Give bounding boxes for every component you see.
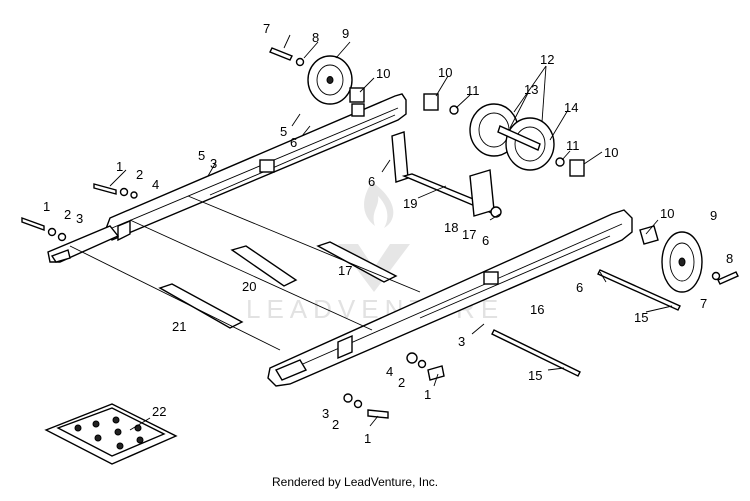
callout-label: 6 <box>482 233 489 248</box>
long-bolts <box>491 269 681 377</box>
callout-label: 3 <box>322 406 329 421</box>
rail-upper <box>103 93 407 242</box>
callout-label: 21 <box>172 319 186 334</box>
callout-label: 11 <box>466 83 480 98</box>
callout-label: 2 <box>398 375 405 390</box>
callout-label: 4 <box>386 364 393 379</box>
callout-label: 7 <box>263 21 270 36</box>
callout-label: 3 <box>458 334 465 349</box>
rail-tip-left <box>47 225 120 263</box>
callout-label: 18 <box>444 220 458 235</box>
callout-label: 13 <box>524 82 538 97</box>
callout-label: 6 <box>290 135 297 150</box>
callout-label: 22 <box>152 404 166 419</box>
callout-label: 7 <box>700 296 707 311</box>
callout-numbers: 7 8 9 10 10 11 12 13 14 11 10 5 6 1 2 4 … <box>43 21 733 446</box>
callout-label: 10 <box>376 66 390 81</box>
callout-label: 17 <box>338 263 352 278</box>
callout-label: 15 <box>528 368 542 383</box>
callout-label: 1 <box>364 431 371 446</box>
callout-label: 6 <box>368 174 375 189</box>
rail-lower <box>267 209 633 387</box>
callout-label: 16 <box>530 302 544 317</box>
callout-label: 5 <box>198 148 205 163</box>
callout-label: 10 <box>604 145 618 160</box>
callout-label: 11 <box>566 138 580 153</box>
callout-label: 1 <box>43 199 50 214</box>
render-credit: Rendered by LeadVenture, Inc. <box>272 475 438 489</box>
callout-label: 9 <box>710 208 717 223</box>
callout-label: 10 <box>438 65 452 80</box>
idler-wheels-double <box>423 93 585 177</box>
callout-label: 6 <box>576 280 583 295</box>
callout-label: 14 <box>564 100 578 115</box>
callout-label: 1 <box>424 387 431 402</box>
leader-lines <box>109 34 673 431</box>
callout-label: 15 <box>634 310 648 325</box>
callout-label: 20 <box>242 279 256 294</box>
callout-label: 19 <box>403 196 417 211</box>
callout-label: 2 <box>64 207 71 222</box>
callout-label: 2 <box>332 417 339 432</box>
callout-label: 3 <box>210 156 217 171</box>
idler-wheel-upper-left <box>269 47 365 105</box>
skid-plate <box>44 403 178 465</box>
axle-assembly <box>391 131 502 218</box>
callout-label: 12 <box>540 52 554 67</box>
callout-label: 3 <box>76 211 83 226</box>
callout-label: 2 <box>136 167 143 182</box>
callout-label: 8 <box>312 30 319 45</box>
callout-label: 9 <box>342 26 349 41</box>
callout-label: 8 <box>726 251 733 266</box>
callout-label: 5 <box>280 124 287 139</box>
cross-shafts <box>69 195 421 351</box>
callout-label: 4 <box>152 177 159 192</box>
hardware-bolts <box>21 183 445 419</box>
callout-label: 10 <box>660 206 674 221</box>
callout-label: 17 <box>462 227 476 242</box>
idler-wheel-lower-right <box>639 225 739 293</box>
callout-label: 1 <box>116 159 123 174</box>
